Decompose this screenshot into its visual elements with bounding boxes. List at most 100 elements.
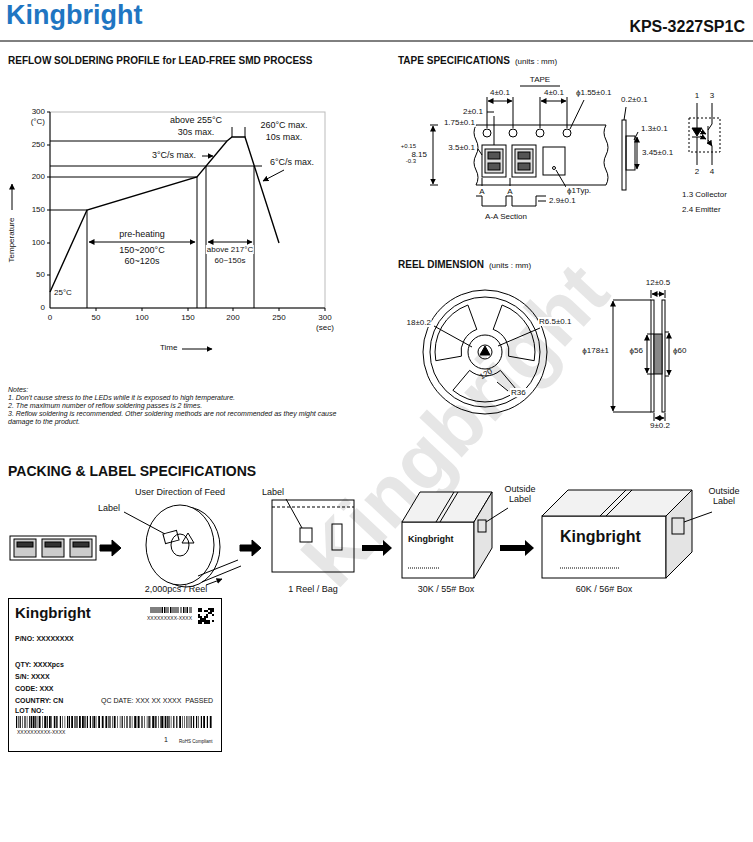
reflow-chart (245, 127, 246, 137)
dimension: ϕ1.55±0.1 (575, 88, 613, 97)
barcode (90, 716, 91, 728)
carrier-tape (563, 129, 571, 137)
barcode (198, 614, 200, 616)
barcode (148, 716, 150, 728)
carrier-tape (513, 97, 514, 128)
annotation: 10s max. (265, 132, 304, 142)
carrier-tape (488, 152, 500, 159)
barcode (160, 716, 162, 728)
barcode (124, 716, 126, 728)
phototransistor-symbol (700, 131, 706, 134)
label-field: CODE: XXX (15, 685, 54, 693)
barcode (156, 607, 157, 613)
barcode (167, 716, 168, 728)
dimension: ϕ178±1 (582, 346, 609, 355)
reel-drawing (665, 290, 666, 298)
reel-drawing (654, 413, 655, 421)
barcode (196, 716, 197, 728)
carrier-tape (482, 145, 506, 177)
brand-mark: Kingbright (408, 534, 454, 544)
packing-illustration (606, 490, 632, 516)
barcode (191, 607, 193, 613)
barcode (16, 607, 214, 728)
barcode (93, 716, 95, 728)
reel-drawing (423, 290, 547, 414)
barcode (206, 620, 208, 622)
barcode (210, 608, 212, 610)
packing-illustration (10, 490, 712, 587)
barcode (174, 607, 176, 613)
barcode (51, 716, 53, 728)
reflow-chart (47, 145, 50, 146)
barcode (212, 610, 214, 612)
pin-legend: 2.4 Emitter (682, 205, 721, 214)
carrier-tape (430, 185, 438, 186)
barcode (198, 620, 200, 622)
dimension: 2.9±0.1 (548, 196, 577, 205)
barcode (152, 607, 153, 613)
packing-illustration (124, 512, 165, 534)
reel-drawing (613, 412, 651, 413)
serial-text: XXXXXXXXX-XXXX (147, 616, 192, 622)
barcode (184, 716, 186, 728)
reflow-chart (325, 308, 326, 311)
carrier-tape (430, 86, 638, 206)
barcode (29, 716, 30, 728)
dimension: ϕ60 (672, 346, 687, 355)
axis-tick: 0 (48, 313, 52, 322)
barcode (20, 716, 21, 728)
barcode (204, 618, 206, 620)
reflow-chart (47, 210, 50, 211)
flow-arrow (362, 540, 392, 556)
compliance-mark: RoHS Compliant (179, 739, 213, 744)
label-field: S/N: XXXX (15, 673, 50, 681)
reel-drawing (430, 297, 540, 407)
reel-drawing (493, 305, 535, 361)
reel-drawing (652, 294, 664, 295)
barcode (62, 716, 64, 728)
dimension: 18±0.2 (406, 318, 432, 327)
reflow-chart (50, 177, 197, 178)
annotation: 60~150s (214, 256, 247, 265)
carrier-tape (518, 152, 530, 159)
packing-illustration (198, 560, 241, 582)
reflow-chart (50, 166, 262, 167)
barcode (202, 620, 204, 622)
barcode (191, 716, 192, 728)
phototransistor-symbol (708, 140, 712, 146)
barcode (204, 616, 206, 618)
reel-drawing (654, 334, 662, 374)
carrier-tape (604, 125, 608, 185)
barcode (198, 622, 200, 624)
carrier-tape (476, 196, 546, 206)
barcode (126, 716, 127, 728)
packing-illustration (10, 536, 96, 560)
reel-drawing (613, 301, 614, 411)
barcode (189, 607, 191, 613)
barcode (33, 716, 35, 728)
reel-drawing (647, 335, 648, 373)
phototransistor-symbol (697, 103, 698, 128)
barcode (208, 612, 210, 614)
barcode (198, 716, 200, 728)
packing-illustration (478, 520, 486, 532)
barcode (105, 716, 107, 728)
barcode (35, 716, 36, 728)
annotation: 150~200°C (118, 245, 165, 255)
reflow-chart (197, 177, 198, 308)
quantity-caption: 60K / 56# Box (576, 584, 633, 594)
barcode (95, 716, 97, 728)
barcode (129, 716, 130, 728)
axis-title: Temperature (7, 218, 16, 263)
packing-illustration (45, 542, 61, 547)
units-note: (units : mm) (489, 261, 531, 270)
packing-illustration (684, 512, 712, 522)
carton-box: KingbrightOutside Label30K / 55# Box (400, 490, 492, 578)
carrier-tape (622, 120, 626, 190)
section-heading: REFLOW SOLDERING PROFILE for LEAD-FREE S… (8, 55, 312, 67)
reflow-chart (12, 184, 13, 210)
brand-mark: Kingbright (560, 528, 641, 546)
barcode (206, 622, 208, 624)
phototransistor-symbol (692, 128, 702, 136)
carrier-tape (430, 125, 438, 126)
